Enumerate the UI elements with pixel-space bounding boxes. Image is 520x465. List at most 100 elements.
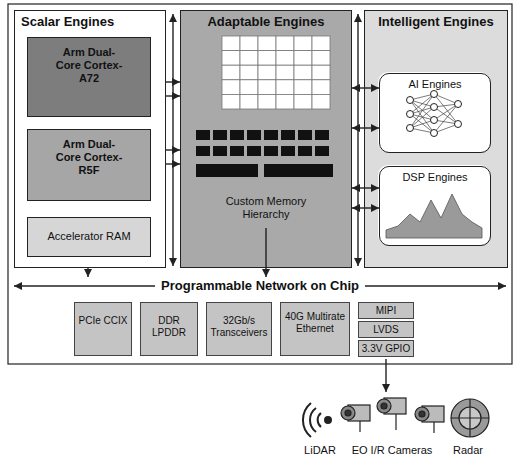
network-band: Programmable Network on Chip (12, 277, 508, 295)
bus-connector (352, 207, 379, 208)
engine-panel: Scalar EnginesArm Dual-Core Cortex-A72Ar… (14, 10, 166, 268)
node-label: DDR LPDDR (143, 315, 195, 339)
sensor-arrow (385, 359, 386, 392)
bus-connector (352, 87, 379, 88)
interface-box: PCIe CCIX (74, 302, 132, 356)
node-label: Adaptable Engines (185, 14, 347, 30)
memory-block (247, 146, 261, 156)
logic-cell (222, 51, 240, 66)
logic-grid (222, 36, 330, 109)
neural-net-icon (431, 130, 438, 137)
neural-net-icon (431, 91, 438, 98)
logic-cell (294, 65, 312, 80)
engine-panel: Adaptable EnginesCustom Memory Hierarchy (180, 10, 352, 268)
camera-icon (377, 399, 391, 413)
camera-icon (415, 407, 429, 421)
logic-cell (312, 36, 330, 51)
sensor-label: EO I/R Cameras (350, 444, 434, 457)
node-label: MIPI (361, 305, 411, 317)
logic-cell (312, 94, 330, 109)
interface-box: 32Gb/s Transceivers (206, 302, 272, 356)
bus-arrow (357, 14, 358, 266)
logic-cell (294, 51, 312, 66)
memory-block (315, 130, 329, 140)
node-label: Arm Dual-Core Cortex-A72 (51, 46, 127, 86)
engine-box: DSP Engines (379, 166, 491, 246)
radar-icon (469, 399, 470, 437)
neural-net-icon (407, 125, 414, 132)
interface-box: 40G Multirate Ethernet (280, 302, 350, 356)
box-fill (378, 165, 490, 245)
bus-arrow (172, 14, 173, 266)
logic-cell (294, 36, 312, 51)
lidar-icon (325, 417, 331, 423)
logic-cell (222, 36, 240, 51)
bus-connector (265, 268, 266, 277)
neural-net-icon (407, 111, 414, 118)
lidar-icon (303, 403, 331, 437)
memory-block (264, 164, 333, 177)
logic-cell (240, 94, 258, 109)
interface-box: 3.3V GPIO (358, 340, 414, 357)
memory-block (230, 130, 244, 140)
node-label: 32Gb/s Transceivers (209, 315, 269, 339)
node-label: LVDS (361, 324, 411, 336)
sensor-label: Radar (426, 444, 510, 457)
neural-net-icon (410, 107, 434, 128)
memory-block (264, 146, 278, 156)
logic-cell (276, 36, 294, 51)
logic-cell (258, 65, 276, 80)
memory-block (298, 146, 312, 156)
sensor-label: LiDAR (278, 444, 362, 457)
logic-cell (294, 94, 312, 109)
interface-box: DDR LPDDR (140, 302, 198, 356)
memory-block (281, 146, 295, 156)
memory-block (281, 130, 295, 140)
node-label: AI Engines (384, 78, 486, 91)
memory-block (247, 130, 261, 140)
node-label: 40G Multirate Ethernet (283, 311, 347, 335)
bus-connector (352, 187, 379, 188)
node-label: DSP Engines (384, 171, 486, 184)
engine-box: AI Engines (379, 73, 491, 153)
memory-blocks (196, 130, 333, 177)
memory-block (264, 130, 278, 140)
logic-cell (240, 80, 258, 95)
memory-block (196, 130, 210, 140)
dsp-wave-icon (386, 194, 482, 238)
node-label: Scalar Engines (21, 14, 159, 30)
lidar-icon (318, 413, 321, 427)
node-body: Custom Memory Hierarchy (210, 195, 322, 221)
logic-cell (258, 94, 276, 109)
logic-cell (222, 80, 240, 95)
neural-net-icon (407, 91, 462, 137)
panel-fill (364, 10, 508, 268)
bus-connector (352, 127, 379, 128)
node-label: Arm Dual-Core Cortex-R5F (51, 138, 127, 178)
logic-cell (222, 94, 240, 109)
memory-block (230, 146, 244, 156)
cpu-block: Arm Dual-Core Cortex-A72 (27, 37, 151, 117)
memory-block (298, 130, 312, 140)
logic-cell (294, 80, 312, 95)
lidar-icon (303, 403, 311, 437)
interface-box: LVDS (358, 321, 414, 338)
interface-box: MIPI (358, 302, 414, 319)
node-label: 3.3V GPIO (361, 343, 411, 355)
camera-icon (341, 406, 355, 420)
logic-cell (258, 51, 276, 66)
memory-block (196, 146, 210, 156)
logic-cell (312, 51, 330, 66)
memory-block (196, 164, 258, 177)
neural-net-icon (455, 101, 462, 108)
logic-cell (312, 80, 330, 95)
node-label: Programmable Network on Chip (155, 277, 365, 295)
logic-cell (240, 51, 258, 66)
memory-block: Accelerator RAM (27, 217, 151, 257)
radar-icon (451, 399, 489, 437)
lidar-icon (310, 408, 316, 432)
logic-cell (276, 65, 294, 80)
logic-cell (240, 65, 258, 80)
camera-icon (381, 403, 387, 409)
